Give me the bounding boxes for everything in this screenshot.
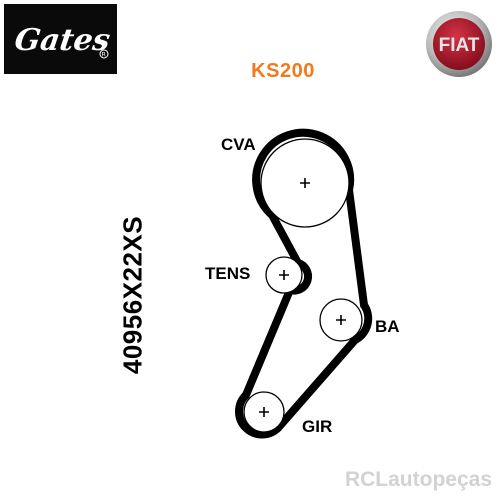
gates-logo-mark: Gates R: [12, 23, 112, 59]
belt-run-ba-cva: [345, 186, 368, 309]
fiat-logo: FIAT: [425, 10, 493, 78]
gir-center-mark: [259, 407, 269, 417]
label-tens: TENS: [205, 264, 251, 283]
belt-wrap-gir: [235, 391, 282, 439]
tens-center-mark: [279, 270, 289, 280]
belt-run-gir-ba: [274, 336, 359, 432]
belt-run-cva-tens: [268, 211, 302, 267]
svg-text:Gates: Gates: [12, 23, 112, 58]
belt-wrap-cva: [252, 128, 355, 219]
label-gir: GIR: [302, 417, 333, 436]
pulley-center-marks: [259, 178, 346, 417]
belt-wrap-tens: [286, 259, 313, 295]
ba-center-mark: [336, 315, 346, 325]
kit-code: KS200: [251, 60, 315, 82]
belt-wrap-ba: [351, 301, 373, 344]
svg-text:R: R: [102, 52, 106, 59]
gates-logo: Gates R: [4, 4, 117, 74]
label-ba: BA: [375, 317, 400, 336]
label-cva: CVA: [221, 135, 256, 154]
svg-text:FIAT: FIAT: [439, 35, 480, 56]
cva-center-mark: [300, 178, 310, 188]
belt-run-tens-gir: [242, 286, 294, 399]
watermark: RCLautopeças: [344, 468, 492, 491]
timing-belt: [235, 128, 373, 439]
